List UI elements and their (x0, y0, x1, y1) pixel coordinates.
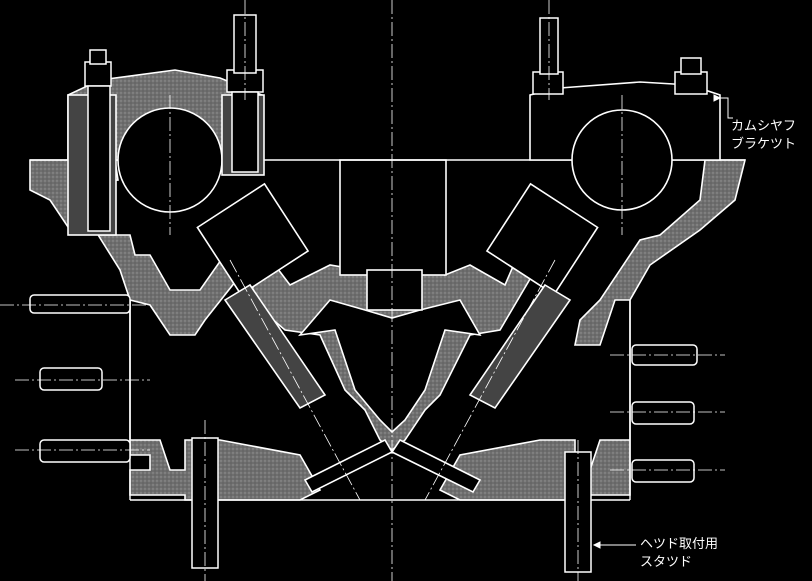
left-cam-bracket (67, 69, 265, 236)
right-valve-guide (468, 283, 572, 410)
right-valve-stem-head (390, 438, 482, 494)
right-tappet-bucket (485, 182, 599, 296)
leader-lines (592, 94, 733, 549)
right-cam-bracket (529, 81, 721, 211)
plug-seat (366, 269, 423, 311)
chamber-cavity (298, 299, 482, 434)
left-tappet-bucket (196, 182, 310, 296)
head-stud-label-line1: ヘツド取付用 (640, 537, 719, 552)
head-stud-label-line2: スタツド (640, 555, 693, 570)
spark-plug-well (339, 159, 447, 276)
camshaft-bracket-label-line1: カムシヤフ (731, 119, 797, 134)
cam-bracket-leader (720, 97, 733, 119)
left-valve-guide (223, 283, 327, 410)
left-valve-assembly (196, 182, 394, 494)
camshaft-bracket-label: カムシヤフ ブラケツト (731, 118, 796, 154)
camshaft-bracket-label-line2: ブラケツト (731, 137, 797, 152)
right-valve-assembly (390, 182, 599, 494)
head-stud-label: ヘツド取付用 スタツド (640, 536, 718, 572)
left-valve-stem-head (303, 438, 394, 494)
center-lines (0, 0, 725, 581)
